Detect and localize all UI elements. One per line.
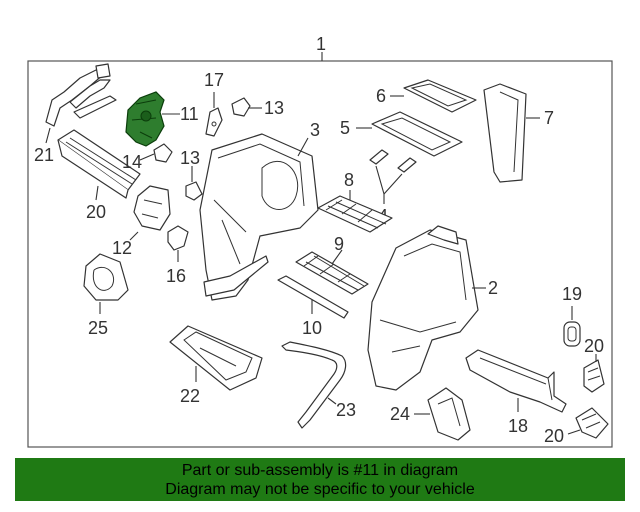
part-17-duct[interactable]	[465, 349, 567, 413]
callout-18[interactable]: 19	[562, 284, 582, 304]
callout-11[interactable]: 11	[180, 104, 199, 124]
part-8-grille[interactable]	[317, 190, 393, 233]
part-14-link[interactable]	[139, 143, 173, 163]
banner-line-1: Part or sub-assembly is #11 in diagram	[181, 462, 459, 479]
callout-10[interactable]: 10	[302, 318, 322, 338]
info-banner: Part or sub-assembly is #11 in diagram D…	[15, 458, 625, 501]
part-10-shaft[interactable]	[277, 275, 349, 319]
callout-15[interactable]: 17	[204, 70, 224, 90]
callout-16[interactable]: 16	[166, 266, 186, 286]
part-2-case[interactable]	[367, 225, 486, 391]
callout-8[interactable]: 8	[344, 170, 354, 190]
callout-3[interactable]: 3	[310, 120, 320, 140]
callout-26[interactable]: 25	[88, 318, 108, 338]
part-5-filter[interactable]	[356, 111, 463, 157]
part-11-actuator[interactable]	[125, 91, 180, 147]
diagram-frame	[27, 60, 613, 448]
callout-25[interactable]: 24	[390, 404, 410, 424]
part-13-clip-upper[interactable]	[231, 97, 262, 117]
part-15-lever[interactable]	[205, 92, 223, 137]
callout-19[interactable]: 20	[584, 336, 604, 356]
part-22-hoses[interactable]	[45, 63, 111, 144]
part-4-clips[interactable]	[369, 149, 417, 204]
part-13-clip-lower[interactable]	[185, 166, 203, 201]
callout-23[interactable]: 22	[180, 386, 200, 406]
part-26-housing[interactable]	[83, 253, 129, 314]
callout-6[interactable]: 6	[376, 86, 386, 106]
callout-1[interactable]: 1	[316, 34, 326, 54]
callout-22[interactable]: 21	[34, 145, 54, 165]
part-3-case[interactable]	[199, 133, 319, 301]
part-12-motor[interactable]	[129, 185, 171, 241]
part-16-fitting[interactable]	[167, 225, 189, 262]
parts-diagram: 1 21 20 11 17 13 14	[27, 34, 613, 448]
callout-7[interactable]: 7	[544, 108, 554, 128]
part-23-tray[interactable]	[169, 325, 263, 391]
callout-13a[interactable]: 13	[264, 98, 284, 118]
part-18-seal[interactable]	[563, 306, 581, 347]
callout-2[interactable]: 2	[488, 278, 498, 298]
callout-14[interactable]: 14	[122, 152, 142, 172]
callout-21[interactable]: 20	[86, 202, 106, 222]
part-20-connector[interactable]	[567, 407, 609, 439]
banner-line-2: Diagram may not be specific to your vehi…	[165, 481, 475, 498]
part-25-duct[interactable]	[414, 387, 471, 441]
part-7-panel[interactable]	[483, 83, 540, 183]
callout-12[interactable]: 12	[112, 238, 132, 258]
callout-24[interactable]: 23	[336, 400, 356, 420]
callout-17[interactable]: 18	[508, 416, 528, 436]
part-24-tube[interactable]	[281, 341, 347, 429]
callout-13b[interactable]: 13	[180, 148, 200, 168]
callout-5[interactable]: 5	[340, 118, 350, 138]
part-19-bracket[interactable]	[583, 354, 605, 393]
part-9-door[interactable]	[295, 249, 369, 295]
part-6-filter[interactable]	[390, 79, 477, 113]
callout-20-label[interactable]: 20	[544, 426, 564, 446]
callout-9[interactable]: 9	[334, 234, 344, 254]
part-21-heater-core[interactable]	[57, 95, 141, 201]
